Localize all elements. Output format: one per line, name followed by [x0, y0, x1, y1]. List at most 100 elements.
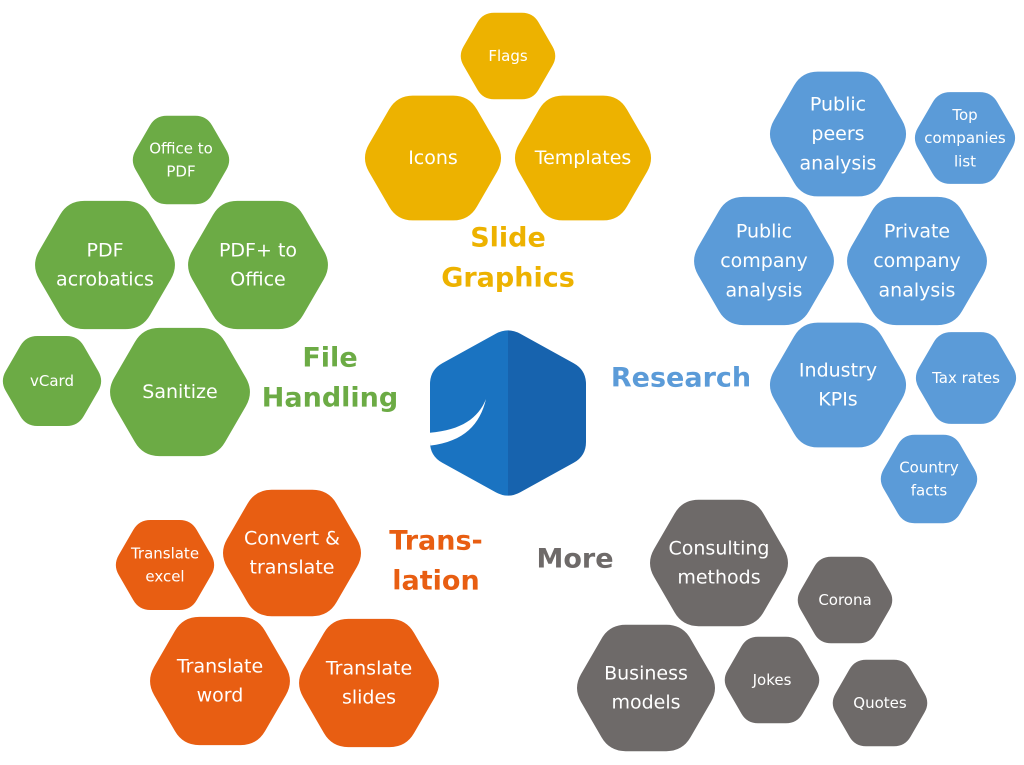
- hex-label-line: Private: [884, 221, 950, 243]
- group-research: PublicpeersanalysisTopcompanieslistPubli…: [694, 71, 1017, 524]
- hex-label-line: Translate: [325, 657, 412, 679]
- hexagon-shape: [2, 336, 102, 426]
- group-label-layer: SlideGraphicsFileHandlingResearchTrans-l…: [262, 223, 751, 597]
- group-label-line: Slide: [470, 223, 546, 254]
- hex-icons[interactable]: Icons: [364, 95, 502, 221]
- group-label-line: lation: [392, 566, 479, 597]
- group-label-translation: Trans-lation: [389, 526, 483, 597]
- hex-label-line: Industry: [799, 359, 877, 381]
- hex-label-line: Country: [899, 458, 959, 476]
- hexagon-shape: [35, 200, 175, 330]
- hexagon-shape: [364, 95, 502, 221]
- hexagon-shape: [880, 434, 978, 524]
- hex-label-line: slides: [342, 687, 396, 709]
- hexagon-shape: [769, 322, 907, 448]
- hex-label-line: translate: [250, 557, 335, 579]
- hex-vcard[interactable]: vCard: [2, 336, 102, 426]
- hex-label-line: analysis: [879, 279, 956, 301]
- hex-label-line: Flags: [488, 47, 528, 65]
- hexagon-shape: [847, 196, 987, 326]
- hex-label-line: acrobatics: [56, 269, 154, 291]
- hex-translate-excel[interactable]: Translate excel: [115, 520, 215, 610]
- logo-left-half: [430, 330, 508, 496]
- hexagon-shape: [797, 556, 893, 644]
- hex-label-line: PDF: [86, 239, 123, 261]
- hex-templates[interactable]: Templates: [514, 95, 652, 221]
- hex-pdf-plus-to-office[interactable]: PDF+ to Office: [188, 200, 328, 330]
- hex-translate-word[interactable]: Translate word: [150, 616, 290, 746]
- hex-label-line: models: [611, 692, 680, 714]
- hexagon-shape: [132, 115, 230, 205]
- hex-jokes[interactable]: Jokes: [724, 636, 820, 724]
- hex-label-line: word: [197, 685, 244, 707]
- hex-label-line: KPIs: [818, 389, 857, 411]
- hexagon-shape: [650, 499, 788, 627]
- hex-label-line: Top: [951, 106, 977, 124]
- hex-label-line: Translate: [130, 544, 199, 562]
- hexagon-shape: [694, 196, 834, 326]
- group-label-research: Research: [611, 363, 751, 394]
- hex-public-company-analysis[interactable]: Public company analysis: [694, 196, 834, 326]
- hex-convert-and-translate[interactable]: Convert & translate: [223, 489, 361, 617]
- hex-tax-rates[interactable]: Tax rates: [915, 332, 1017, 424]
- hexagon-shape: [150, 616, 290, 746]
- hex-label-line: analysis: [726, 279, 803, 301]
- hex-office-to-pdf[interactable]: Office to PDF: [132, 115, 230, 205]
- hex-label-line: Convert &: [244, 527, 340, 549]
- hexagon-logo-icon: [430, 330, 586, 496]
- hexagon-shape: [188, 200, 328, 330]
- hex-label-line: facts: [911, 482, 948, 500]
- hexagon-shape: [724, 636, 820, 724]
- hex-label-line: Jokes: [752, 671, 792, 689]
- group-file-handling: Office to PDF PDF acrobatics PDF+ to Office vC…: [2, 115, 328, 457]
- logo-swoosh: [430, 399, 486, 446]
- hexagon-shape: [299, 618, 439, 748]
- hex-label-line: Consulting: [669, 537, 770, 559]
- hexagon-shape: [832, 659, 928, 747]
- hexagon-shape: [577, 624, 715, 752]
- hex-consulting-methods[interactable]: Consulting methods: [650, 499, 788, 627]
- hex-corona[interactable]: Corona: [797, 556, 893, 644]
- hex-sanitize[interactable]: Sanitize: [110, 327, 250, 457]
- hex-label-line: Translate: [176, 655, 263, 677]
- hex-label-line: Public: [736, 221, 792, 243]
- hex-label-line: Corona: [818, 591, 871, 609]
- hex-label-line: PDF: [166, 163, 195, 181]
- hex-translate-slides[interactable]: Translate slides: [299, 618, 439, 748]
- hex-label-line: Office: [230, 269, 285, 291]
- hex-quotes[interactable]: Quotes: [832, 659, 928, 747]
- hex-label-line: list: [954, 152, 976, 170]
- hex-label-line: Templates: [534, 147, 632, 169]
- hex-pdf-acrobatics[interactable]: PDF acrobatics: [35, 200, 175, 330]
- hex-country-facts[interactable]: Country facts: [880, 434, 978, 524]
- group-label-line: File: [302, 343, 357, 374]
- hex-flags[interactable]: Flags: [460, 12, 556, 100]
- hexagon-shape: [110, 327, 250, 457]
- hex-label-line: company: [720, 250, 808, 272]
- hexagon-shape: [460, 12, 556, 100]
- hex-label-line: vCard: [30, 372, 74, 390]
- group-label-line: More: [536, 544, 613, 575]
- group-label-line: Research: [611, 363, 751, 394]
- group-label-line: Handling: [262, 383, 398, 414]
- hex-label-line: Quotes: [853, 694, 907, 712]
- logo-right-half: [508, 330, 586, 496]
- hex-label-line: Office to: [149, 139, 213, 157]
- hex-label-line: peers: [811, 123, 864, 145]
- hex-label-line: PDF+ to: [219, 239, 297, 261]
- hex-label-line: Icons: [408, 147, 458, 169]
- hex-label-line: methods: [677, 567, 760, 589]
- hexagon-shape: [223, 489, 361, 617]
- hex-label-line: excel: [145, 568, 184, 586]
